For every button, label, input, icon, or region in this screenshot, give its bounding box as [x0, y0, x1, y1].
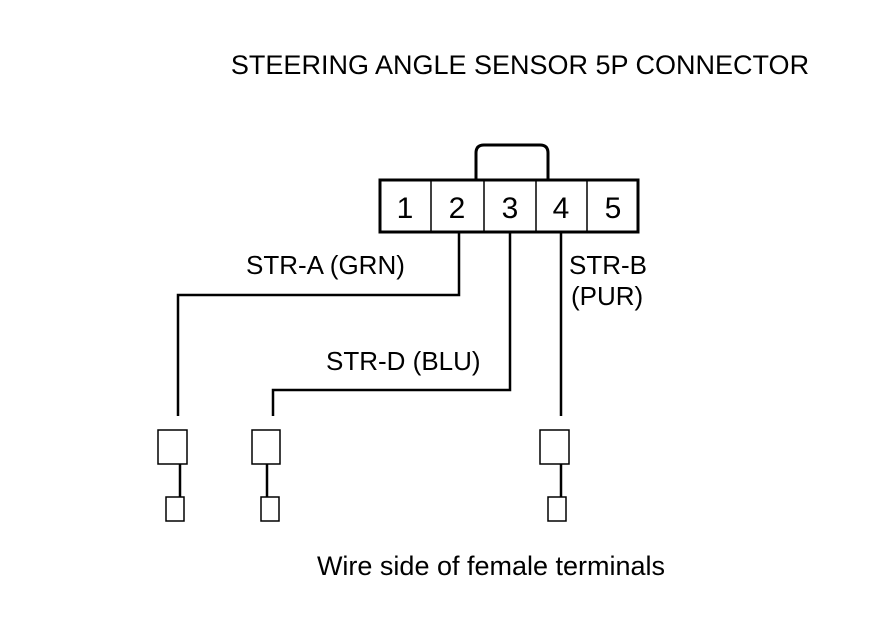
- pin-1-label: 1: [397, 192, 414, 225]
- diagram-caption: Wire side of female terminals: [317, 551, 665, 581]
- wire-str-d: [271, 232, 512, 416]
- wire-label-str-a: STR-A (GRN): [246, 250, 405, 280]
- terminal-str-b: [539, 429, 570, 522]
- wire-label-str-b-color: (PUR): [571, 281, 643, 311]
- wire-str-a: [176, 232, 461, 416]
- diagram-title: STEERING ANGLE SENSOR 5P CONNECTOR: [231, 50, 809, 80]
- terminal-str-d: [251, 429, 281, 522]
- pin-2-label: 2: [449, 192, 466, 225]
- wire-label-str-d: STR-D (BLU): [326, 346, 481, 376]
- terminal-str-a: [157, 429, 188, 522]
- pin-5-label: 5: [605, 192, 622, 225]
- connector-latch: [474, 143, 550, 180]
- wire-label-str-b: STR-B: [569, 250, 647, 280]
- pin-4-label: 4: [553, 192, 570, 225]
- pin-3-label: 3: [502, 192, 519, 225]
